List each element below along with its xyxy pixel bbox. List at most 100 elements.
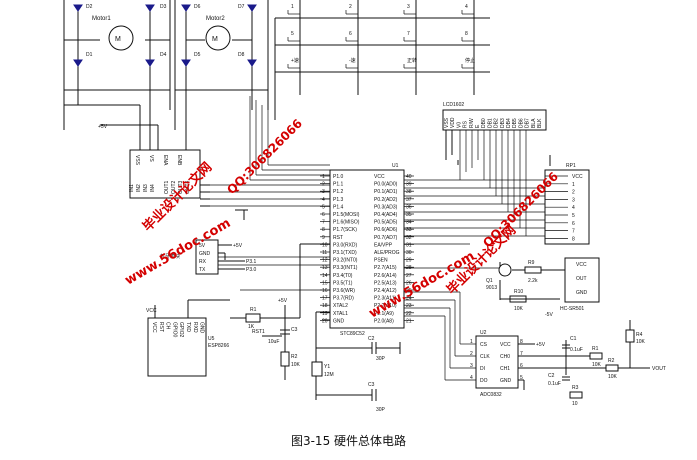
adc-pin-right: CH1: [500, 366, 510, 372]
mcu-pin-number: 23: [406, 303, 412, 309]
key-label: 4: [465, 4, 468, 10]
adc-pin-left: DI: [480, 366, 485, 372]
adc-pin-number: 1: [470, 339, 473, 345]
mcu-pin-number: 25: [406, 288, 412, 294]
svg-text:D8: D8: [238, 52, 245, 58]
mcu-pin-number: 32: [406, 235, 412, 241]
svg-text:10K: 10K: [592, 362, 602, 368]
mcu-label: U1: [392, 163, 399, 169]
mcu-pin-number: 9: [322, 235, 325, 241]
mcu-pin-number: 39: [406, 182, 412, 188]
svg-text:D3: D3: [160, 4, 167, 10]
mcu-pin-number: 40: [406, 174, 412, 180]
mcu-pin-left: P1.0: [333, 174, 344, 180]
d1-diode: [73, 4, 83, 12]
motor-bridge-2: M Motor2 D6 D7 D5 D8: [174, 0, 269, 130]
mcu-pin-number: 20: [322, 318, 328, 324]
svg-text:+5V: +5V: [233, 243, 243, 249]
driver-pin: VS: [148, 155, 154, 162]
bridge-wires: [64, 80, 253, 150]
svg-text:LCD1602: LCD1602: [443, 102, 464, 108]
mcu-pin-number: 19: [322, 311, 328, 317]
mcu-pin-right: EA/VPP: [374, 242, 393, 248]
bt-pin: TX: [199, 267, 206, 273]
key-label: 1: [291, 4, 294, 10]
bt-pin: RX: [199, 259, 207, 265]
lcd-pin: DB2: [494, 118, 500, 128]
mcu-pin-left: P1.4: [333, 204, 344, 210]
svg-text:R2: R2: [291, 354, 298, 360]
wifi-pin: TXD: [185, 322, 191, 332]
mcu-pin-number: 38: [406, 189, 412, 195]
mcu-pin-right: P2.5(A13): [374, 280, 397, 286]
svg-text:10: 10: [572, 401, 578, 407]
motor1-symbol: [108, 25, 134, 51]
svg-text:30P: 30P: [376, 356, 386, 362]
lcd-pin: DB5: [512, 118, 518, 128]
svg-text:D4: D4: [160, 52, 167, 58]
svg-text:0.1uF: 0.1uF: [570, 347, 583, 353]
driver-pin: ENA: [162, 155, 168, 166]
key-label: 正转: [407, 57, 417, 64]
mcu-pin-right: P2.2(A10): [374, 303, 397, 309]
driver-pin: IN2: [136, 184, 142, 192]
lcd-pin: DB6: [518, 118, 524, 128]
lcd-pin: VSS: [444, 117, 450, 128]
bus-wires: [200, 96, 545, 381]
lcd-pin: BLK: [537, 118, 543, 128]
adc-pin-number: 8: [520, 339, 523, 345]
mcu-pin-left: GND: [333, 318, 345, 324]
driver-pin: IN3: [143, 184, 149, 192]
lcd-pin: RS: [463, 120, 469, 128]
svg-text:RP1: RP1: [566, 163, 576, 169]
mcu-pin-number: 17: [322, 296, 328, 302]
svg-text:M: M: [212, 36, 218, 43]
rp1-pin: VCC: [572, 174, 583, 180]
svg-text:VCC: VCC: [146, 308, 157, 314]
svg-text:P3.0: P3.0: [246, 267, 257, 273]
mcu-pin-left: P1.5(MOSI): [333, 212, 360, 218]
rp1-pin: 8: [572, 236, 575, 242]
adc-pin-right: VCC: [500, 342, 511, 348]
mcu-pin-number: 14: [322, 273, 328, 279]
mcu-pin-number: 6: [322, 212, 325, 218]
svg-text:+5V: +5V: [536, 342, 546, 348]
svg-text:ESP8266: ESP8266: [208, 343, 229, 349]
lcd-pin: R/W: [469, 118, 475, 128]
driver-pin: OUT2: [171, 180, 177, 194]
rp1-pin: 5: [572, 213, 575, 219]
svg-text:HC-SR501: HC-SR501: [560, 306, 584, 312]
lcd-pin: DB7: [525, 118, 531, 128]
mcu-pin-number: 12: [322, 258, 328, 264]
lcd-pin: DB4: [506, 118, 512, 128]
mcu-pin-left: P3.2(INT0): [333, 258, 358, 264]
driver-pin: OUT3: [178, 180, 184, 194]
driver-pin: ENB: [176, 155, 182, 166]
svg-text:Y1: Y1: [324, 364, 330, 370]
svg-text:VOUT: VOUT: [652, 366, 666, 372]
mcu-pin-left: P1.6(MISO): [333, 220, 360, 226]
wifi-pin: RST: [158, 322, 164, 332]
adc-pin-left: DO: [480, 378, 488, 384]
mcu-pin-number: 5: [322, 204, 325, 210]
lcd-pin: VDD: [450, 117, 456, 128]
mcu-pin-number: 37: [406, 197, 412, 203]
mcu-pin-right: P0.5(AD5): [374, 220, 398, 226]
mcu-pin-right: P2.1(A9): [374, 311, 394, 317]
lcd-pin: V0: [456, 122, 462, 128]
wifi-pin: RXD: [192, 322, 198, 333]
svg-text:RST1: RST1: [252, 329, 265, 335]
motor2-label: Motor2: [206, 16, 225, 22]
wifi-pin: CH: [165, 322, 171, 330]
mcu-pin-number: 18: [322, 303, 328, 309]
key-label: 7: [407, 31, 410, 37]
svg-text:C1: C1: [570, 336, 577, 342]
adc-pin-number: 2: [470, 351, 473, 357]
svg-text:10uF: 10uF: [268, 339, 279, 345]
wifi-pin: GPIO0: [171, 322, 177, 338]
mcu-pin-number: 26: [406, 280, 412, 286]
mcu-pin-left: P1.2: [333, 189, 344, 195]
